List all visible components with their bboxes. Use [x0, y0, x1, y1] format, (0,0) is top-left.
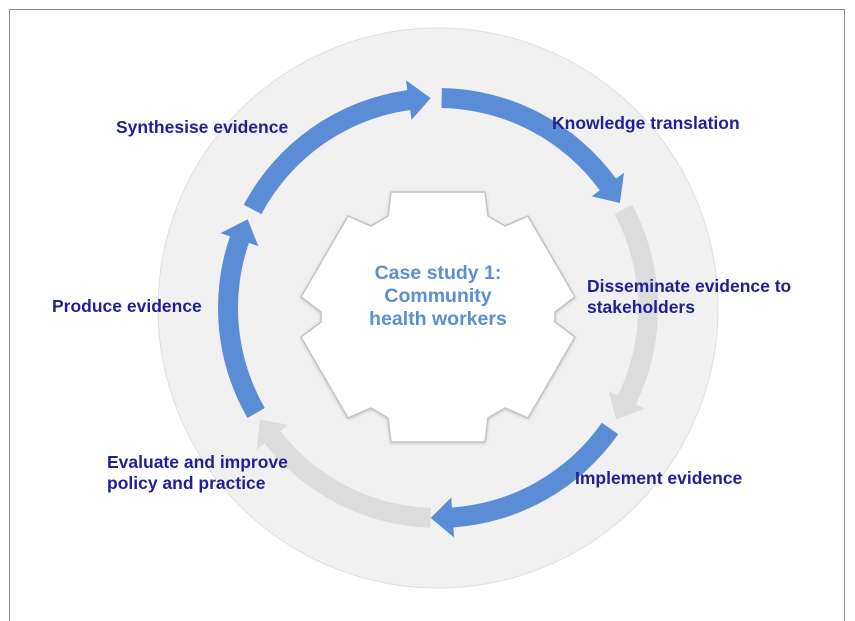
cycle-arrows: [218, 80, 658, 538]
arrow-synthesise: [243, 80, 431, 215]
label-evaluate-improve: Evaluate and improve policy and practice: [107, 452, 288, 493]
gear-icon: [300, 191, 576, 443]
arrow-implement: [430, 422, 619, 538]
arrow-disseminate: [608, 204, 658, 420]
label-implement-evidence: Implement evidence: [575, 468, 743, 488]
center-title: Case study 1: Community health workers: [369, 262, 507, 330]
arrow-knowledge-translation: [441, 88, 625, 203]
label-synthesise-evidence: Synthesise evidence: [116, 117, 289, 137]
arrow-evaluate: [256, 419, 432, 528]
label-disseminate-evidence: Disseminate evidence to stakeholders: [587, 276, 792, 317]
label-produce-evidence: Produce evidence: [52, 296, 202, 316]
arrow-produce: [218, 219, 265, 418]
label-knowledge-translation: Knowledge translation: [552, 113, 740, 133]
